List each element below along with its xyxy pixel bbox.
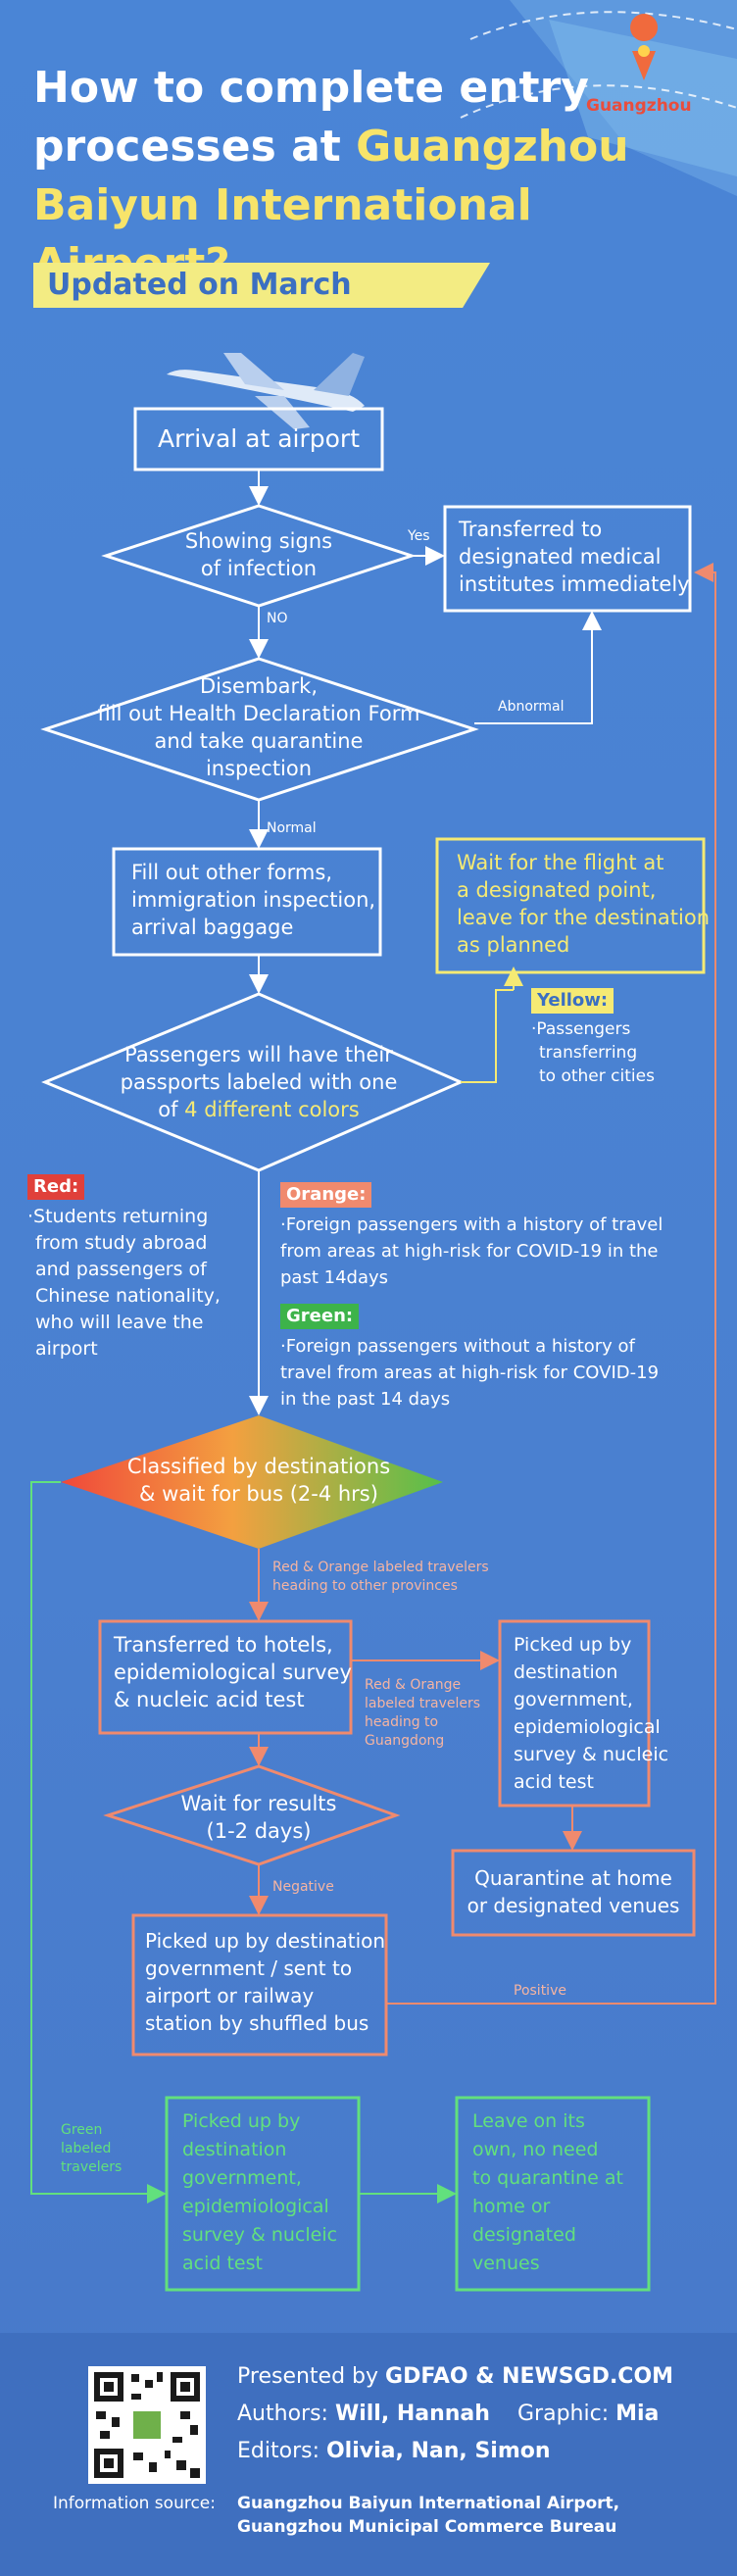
header: Guangzhou How to complete entry processe… — [0, 0, 737, 372]
destination-pickup-node: Picked up by destination government, epi… — [514, 1634, 669, 1793]
other-forms-node: Fill out other forms, immigration inspec… — [131, 861, 376, 939]
city-label: Guangzhou — [586, 96, 692, 116]
quarantine-node: Quarantine at home or designated venues — [467, 1866, 680, 1917]
arrival-node: Arrival at airport — [157, 424, 361, 453]
yes-label: Yes — [408, 528, 430, 544]
source-label: Information source: — [53, 2494, 216, 2513]
guangdong-label: Red & Orange labeled travelers heading t… — [365, 1677, 481, 1749]
qr-code-icon — [88, 2366, 206, 2484]
wait-flight-node: Wait for the flight at a designated poin… — [457, 851, 710, 957]
green-travelers-label: Green labeled travelers — [61, 2122, 123, 2175]
disembark-decision: Disembark, fill out Health Declaration F… — [97, 674, 420, 780]
header-decoration — [460, 0, 737, 196]
no-label: NO — [267, 611, 288, 626]
medical-institutes-node: Transferred to designated medical instit… — [459, 518, 690, 596]
results-decision: Wait for results (1-2 days) — [180, 1792, 337, 1843]
airplane-icon — [167, 353, 365, 429]
hotels-node: Transferred to hotels, epidemiological s… — [114, 1633, 352, 1711]
authors: Authors: Will, Hannah — [237, 2402, 490, 2426]
leave-node: Leave on its own, no need to quarantine … — [472, 2110, 623, 2274]
classified-decision: Classified by destinations & wait for bu… — [126, 1455, 391, 1506]
green-tag: Green: — [280, 1304, 360, 1329]
orange-label-group: Orange: ·Foreign passengers with a histo… — [280, 1182, 663, 1288]
negative-label: Negative — [272, 1879, 334, 1895]
graphic: Graphic: Mia — [517, 2402, 660, 2426]
updated-banner: Updated on March 19,2020 — [33, 263, 490, 308]
shuttle-node: Picked up by destination government / se… — [145, 1929, 386, 2035]
green-pickup-node: Picked up by destination government, epi… — [182, 2110, 338, 2274]
orange-tag: Orange: — [280, 1182, 372, 1208]
abnormal-label: Abnormal — [498, 699, 565, 715]
flowchart-lines — [30, 353, 716, 2292]
normal-label: Normal — [267, 820, 317, 836]
source-list: Guangzhou Baiyun International Airport, … — [237, 2494, 620, 2537]
editors: Editors: Olivia, Nan, Simon — [237, 2439, 551, 2463]
other-provinces-label: Red & Orange labeled travelers heading t… — [272, 1560, 489, 1594]
red-label-group: Red: ·Students returning from study abro… — [27, 1174, 221, 1360]
red-tag: Red: — [27, 1174, 85, 1200]
green-label-group: Green: ·Foreign passengers without a his… — [280, 1304, 660, 1410]
positive-label: Positive — [514, 1983, 566, 1999]
yellow-tag: Yellow: — [531, 988, 614, 1014]
yellow-label-group: Yellow: ·Passengers transferring to othe… — [531, 988, 655, 1086]
location-pin-icon — [630, 14, 659, 80]
colors-decision: Passengers will have their passports lab… — [120, 1043, 398, 1121]
infection-decision: Showing signs of infection — [184, 529, 333, 580]
presented-by: Presented by GDFAO & NEWSGD.COM — [237, 2364, 674, 2389]
footer: Presented by GDFAO & NEWSGD.COM Authors:… — [0, 2333, 737, 2576]
